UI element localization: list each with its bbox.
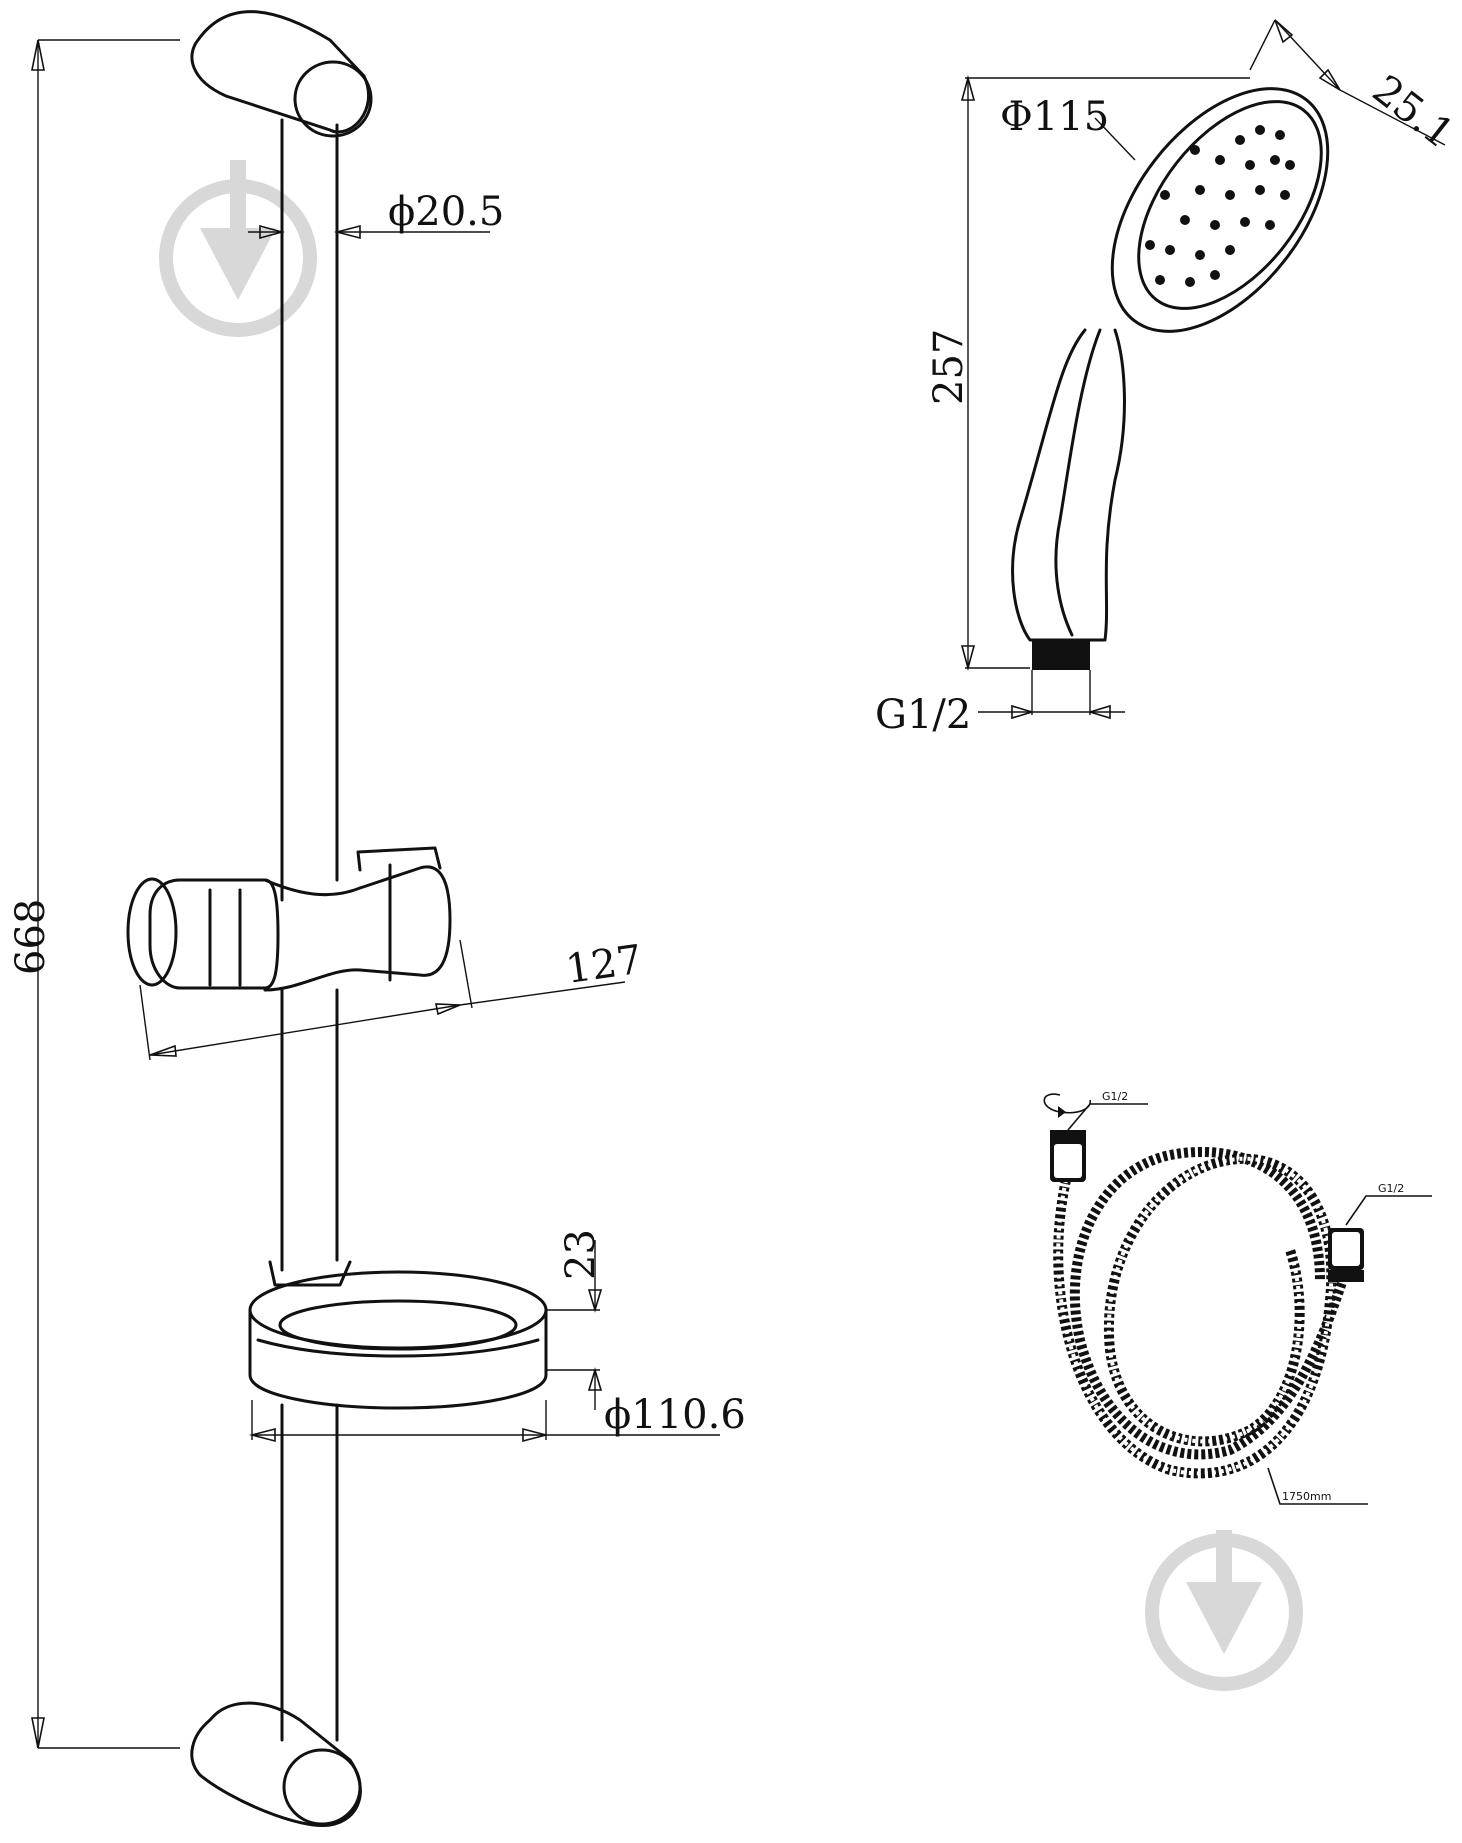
soap-dish — [248, 1260, 548, 1410]
slider-holder — [126, 846, 452, 992]
dim-hose-thread-right: G1/2 — [1345, 1182, 1432, 1226]
hose-thread-right-label: G1/2 — [1378, 1182, 1404, 1195]
dim-head-diameter: Φ115 — [1000, 94, 1136, 161]
dim-hose-length: 1750mm — [1267, 1467, 1368, 1505]
hose-connector-right — [1328, 1228, 1364, 1282]
dim-head-length: 257 — [926, 74, 1250, 672]
dim-head-thread: G1/2 — [875, 670, 1125, 738]
hose-length-label: 1750mm — [1282, 1490, 1331, 1503]
rail-diameter-label: ϕ20.5 — [388, 189, 504, 235]
dim-dish-diameter: ϕ110.6 — [248, 1392, 746, 1443]
dim-rail-length: 668 — [8, 39, 180, 1749]
head-length-label: 257 — [926, 329, 972, 405]
slide-rail — [126, 10, 548, 1828]
watermark-bottom-icon — [1145, 1530, 1303, 1691]
holder-width-label: 127 — [563, 937, 645, 993]
spray-nozzles — [1145, 125, 1295, 287]
swivel-arrow-icon — [1043, 1093, 1091, 1114]
watermark-top-icon — [159, 160, 317, 337]
head-thread-label: G1/2 — [875, 692, 971, 738]
hose-thread-left-label: G1/2 — [1102, 1090, 1128, 1103]
dish-height-label: 23 — [558, 1229, 604, 1280]
dim-dish-height: 23 — [546, 1229, 604, 1410]
dim-hose-thread-left: G1/2 — [1067, 1090, 1148, 1131]
rail-length-label: 668 — [8, 899, 54, 975]
hand-shower — [1011, 87, 1330, 670]
bottom-bracket — [190, 1701, 362, 1828]
head-thickness-label: 25.1 — [1364, 67, 1462, 158]
dim-rail-diameter: ϕ20.5 — [248, 189, 504, 240]
top-bracket — [190, 10, 373, 138]
shower-hose — [1043, 1093, 1364, 1479]
hose-connector-left — [1050, 1130, 1086, 1182]
dish-diameter-label: ϕ110.6 — [604, 1392, 746, 1438]
head-diameter-label: Φ115 — [1000, 94, 1109, 140]
dim-holder-width: 127 — [139, 937, 645, 1061]
